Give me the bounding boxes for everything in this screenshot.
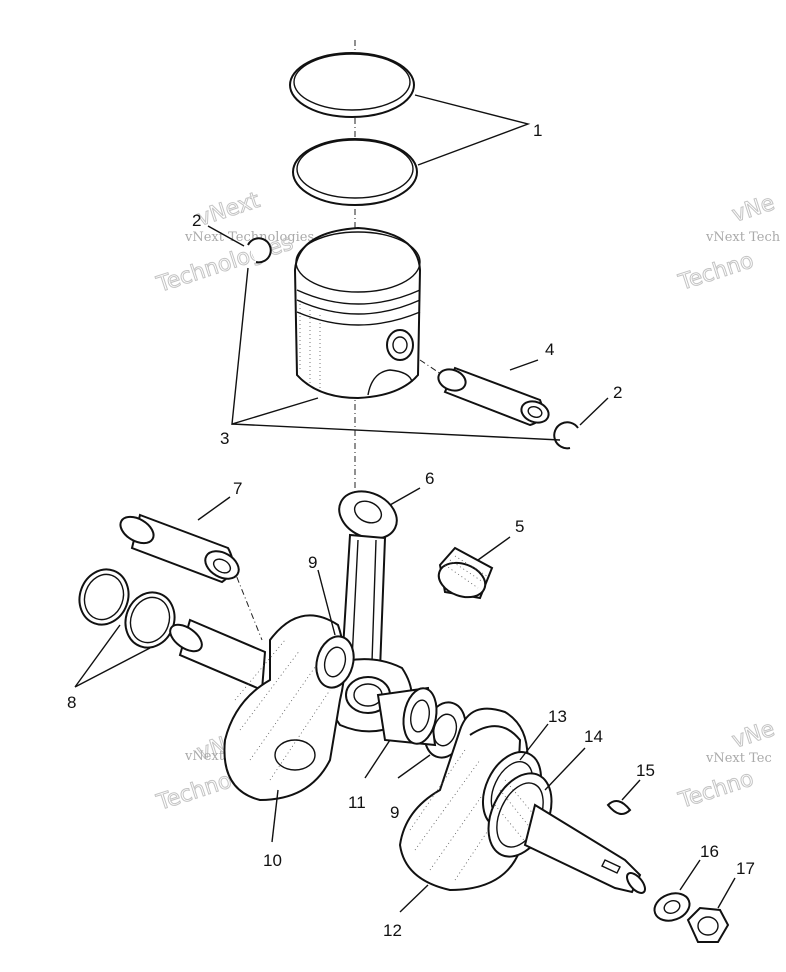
callout-16: 16	[700, 842, 719, 861]
circlip-right	[553, 421, 579, 450]
callout-2-right: 2	[613, 383, 622, 402]
callout-labels: 1 2 2 3 4 5 6 7 8 9 9 10 11 12 13 14 15 …	[67, 121, 755, 940]
lock-washer	[653, 892, 691, 922]
leader-16	[679, 859, 701, 891]
callout-2-top: 2	[192, 211, 201, 230]
callout-5: 5	[515, 517, 524, 536]
leader-7	[197, 496, 231, 521]
callout-4: 4	[545, 340, 554, 359]
callout-3: 3	[220, 429, 229, 448]
needle-bearing-small-end	[437, 546, 494, 600]
leader-12	[399, 884, 429, 913]
callout-1: 1	[533, 121, 542, 140]
watermark-techno-bottom-right: Techno	[675, 766, 757, 814]
leader-13	[519, 723, 549, 761]
shim-left-pair	[78, 568, 176, 649]
callout-10: 10	[263, 851, 282, 870]
callout-13: 13	[548, 707, 567, 726]
piston-ring-top	[289, 52, 415, 118]
leader-17	[717, 877, 736, 909]
callout-14: 14	[584, 727, 603, 746]
crankshaft-left-half	[169, 614, 346, 802]
leader-2a	[207, 225, 245, 247]
leader-14	[544, 747, 586, 791]
pin-axis-line	[231, 564, 263, 641]
leader-8	[74, 624, 151, 688]
thrust-washer-left	[315, 635, 355, 689]
leader-6	[389, 487, 421, 506]
leader-9a	[317, 569, 336, 636]
leader-4	[509, 359, 539, 371]
watermark-text-top-left: vNext Technologies	[184, 230, 314, 245]
crank-pin	[376, 686, 438, 747]
callout-9-upper: 9	[308, 553, 317, 572]
callout-15: 15	[636, 761, 655, 780]
watermark-group-top-right: vNe vNext Tech Techno	[675, 190, 781, 296]
leader-2b	[579, 397, 609, 426]
watermark-vne-top-right: vNe	[729, 191, 778, 228]
leader-9b	[397, 754, 431, 779]
callout-7: 7	[233, 479, 242, 498]
tapered-shaft	[523, 803, 646, 894]
leader-11	[364, 739, 391, 779]
leader-15	[621, 779, 641, 801]
watermark-techno-top-right: Techno	[675, 248, 757, 296]
watermark-text-top-right: vNext Tech	[705, 230, 781, 245]
leader-5	[477, 536, 511, 561]
callout-9-lower: 9	[390, 803, 399, 822]
watermark-vnext-top-left: vNext	[194, 188, 263, 232]
watermark-text-bottom-right: vNext Tec	[705, 751, 772, 766]
callout-12: 12	[383, 921, 402, 940]
watermark-vne-bottom-right: vNe	[729, 717, 778, 754]
circlip-top-left	[247, 237, 272, 264]
piston-ring-second	[292, 138, 418, 206]
watermark-group-bottom-right: vNe vNext Tec Techno	[675, 716, 779, 814]
leader-10	[271, 789, 279, 843]
piston	[293, 226, 422, 400]
woodruff-key	[606, 800, 632, 815]
hex-nut	[686, 906, 730, 943]
callout-11: 11	[348, 793, 366, 812]
leader-lines	[74, 94, 736, 913]
leader-3	[231, 267, 561, 441]
wrist-pin	[437, 366, 550, 427]
crank-bushing-left	[119, 513, 240, 584]
callout-6: 6	[425, 469, 434, 488]
callout-17: 17	[736, 859, 755, 878]
callout-8: 8	[67, 693, 76, 712]
watermark-group-top-left: vNext vNext Technologies Technologies	[153, 187, 314, 298]
leader-1	[414, 94, 531, 166]
